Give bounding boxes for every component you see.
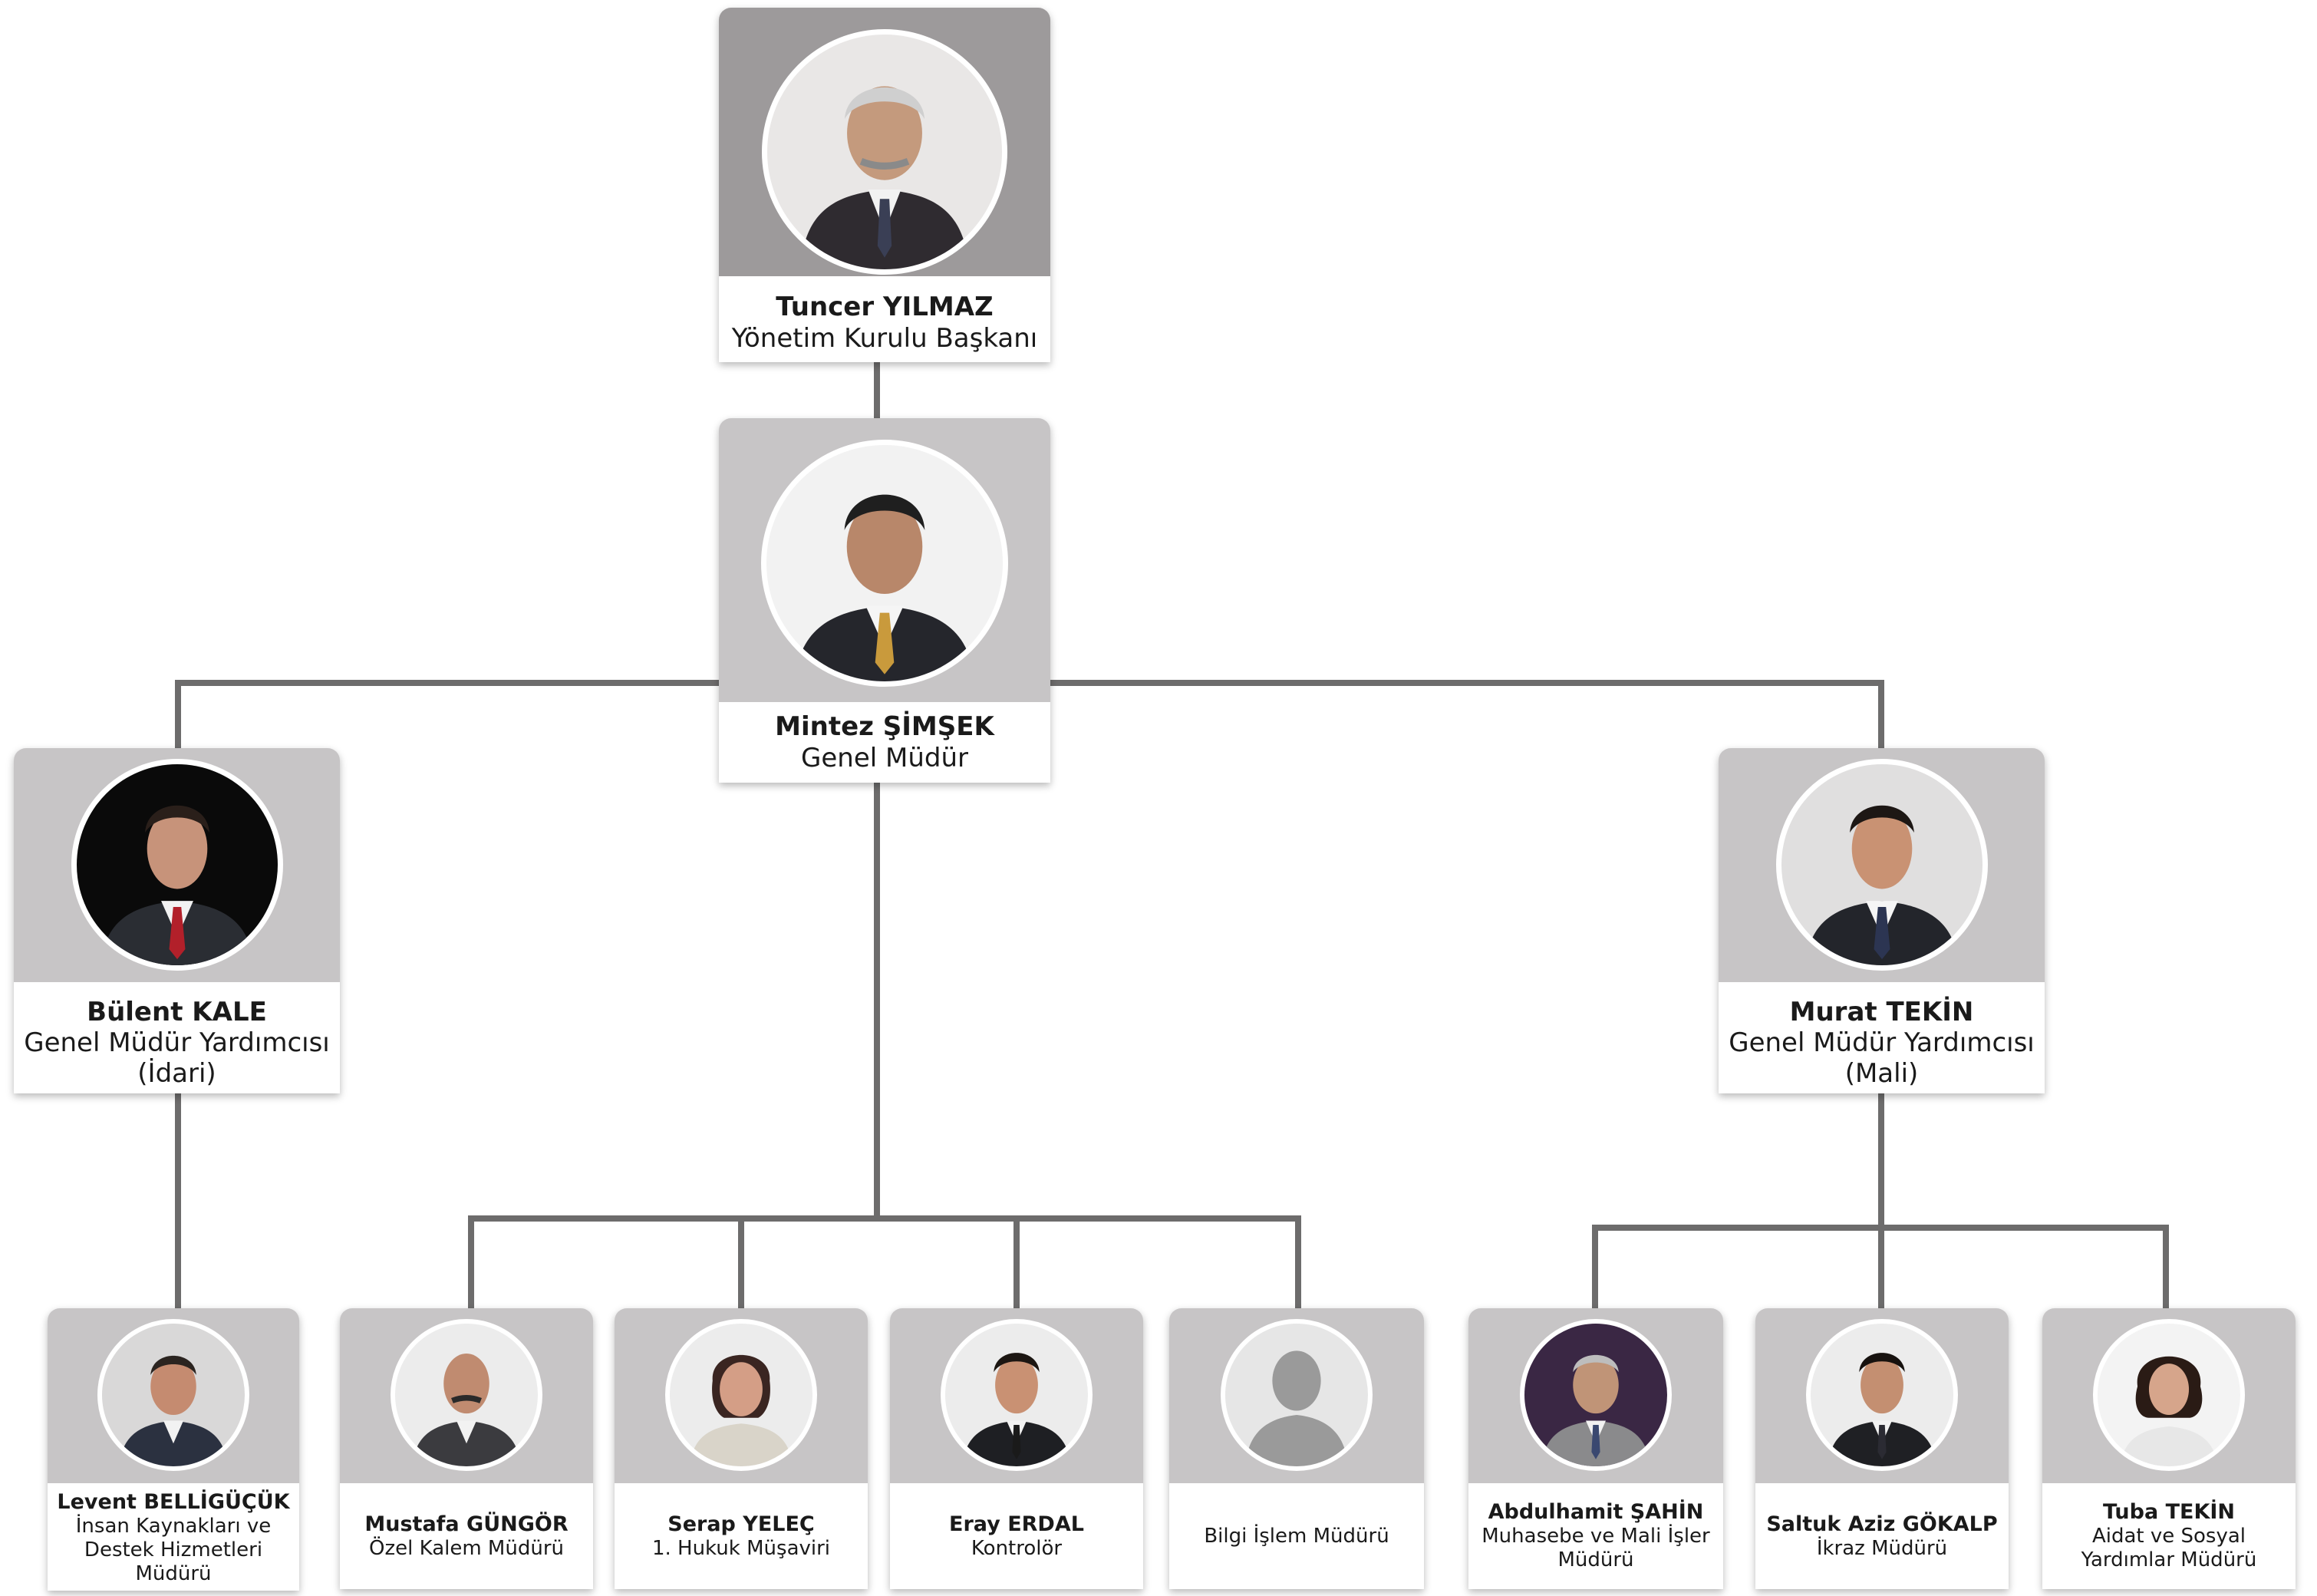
hr-manager-title-line1: İnsan Kaynakları ve [75, 1514, 272, 1538]
hr-manager-title-line3: Müdürü [135, 1561, 212, 1585]
deputy-finance-name: Murat TEKİN [1789, 997, 1974, 1027]
person-photo-icon [1775, 759, 1988, 971]
deputy-admin-title-line1: Genel Müdür Yardımcısı [24, 1027, 330, 1058]
card-private-office-manager: Mustafa GÜNGÖR Özel Kalem Müdürü [340, 1308, 593, 1589]
card-loans-manager: Saltuk Aziz GÖKALP İkraz Müdürü [1755, 1308, 2009, 1589]
legal-advisor-name: Serap YELEÇ [667, 1512, 815, 1536]
social-aid-manager-title-line1: Aidat ve Sosyal [2091, 1525, 2246, 1548]
card-general-manager: Mintez ŞİMŞEK Genel Müdür [719, 418, 1050, 783]
card-chairman: Tuncer YILMAZ Yönetim Kurulu Başkanı [719, 8, 1050, 362]
controller-name: Eray ERDAL [949, 1512, 1084, 1536]
loans-manager-name: Saltuk Aziz GÖKALP [1766, 1512, 1998, 1536]
card-legal-advisor: Serap YELEÇ 1. Hukuk Müşaviri [615, 1308, 868, 1589]
person-photo-icon [761, 440, 1008, 687]
person-photo-icon [71, 759, 283, 971]
card-accounting-manager: Abdulhamit ŞAHİN Muhasebe ve Mali İşler … [1468, 1308, 1723, 1589]
general-manager-name: Mintez ŞİMŞEK [775, 711, 994, 742]
chairman-title: Yönetim Kurulu Başkanı [731, 323, 1038, 354]
person-placeholder-icon [1221, 1319, 1373, 1471]
person-photo-icon [941, 1319, 1093, 1471]
social-aid-manager-title-line2: Yardımlar Müdürü [2081, 1548, 2257, 1571]
it-manager-title: Bilgi İşlem Müdürü [1204, 1524, 1389, 1548]
card-deputy-finance: Murat TEKİN Genel Müdür Yardımcısı (Mali… [1719, 748, 2045, 1093]
social-aid-manager-name: Tuba TEKİN [2102, 1500, 2236, 1524]
card-deputy-admin: Bülent KALE Genel Müdür Yardımcısı (İdar… [14, 748, 340, 1093]
loans-manager-title: İkraz Müdürü [1816, 1536, 1948, 1560]
deputy-finance-title-line1: Genel Müdür Yardımcısı [1729, 1027, 2035, 1058]
accounting-manager-name: Abdulhamit ŞAHİN [1488, 1500, 1704, 1524]
hr-manager-title-line2: Destek Hizmetleri [84, 1538, 263, 1561]
card-it-manager: Bilgi İşlem Müdürü [1169, 1308, 1424, 1589]
private-office-manager-title: Özel Kalem Müdürü [369, 1536, 564, 1560]
deputy-admin-title-line2: (İdari) [137, 1058, 216, 1089]
private-office-manager-name: Mustafa GÜNGÖR [364, 1512, 569, 1536]
card-controller: Eray ERDAL Kontrolör [890, 1308, 1143, 1589]
deputy-admin-name: Bülent KALE [87, 997, 267, 1027]
person-photo-icon [2093, 1319, 2245, 1471]
controller-title: Kontrolör [971, 1536, 1063, 1560]
accounting-manager-title-line2: Müdürü [1557, 1548, 1634, 1571]
deputy-finance-title-line2: (Mali) [1844, 1058, 1919, 1089]
card-hr-manager: Levent BELLİGÜÇÜK İnsan Kaynakları ve De… [48, 1308, 299, 1591]
person-photo-icon [1806, 1319, 1958, 1471]
accounting-manager-title-line1: Muhasebe ve Mali İşler [1481, 1525, 1710, 1548]
person-photo-icon [762, 29, 1007, 275]
person-photo-icon [1520, 1319, 1672, 1471]
hr-manager-name: Levent BELLİGÜÇÜK [57, 1489, 290, 1514]
legal-advisor-title: 1. Hukuk Müşaviri [651, 1536, 831, 1560]
person-photo-icon [391, 1319, 542, 1471]
card-social-aid-manager: Tuba TEKİN Aidat ve Sosyal Yardımlar Müd… [2042, 1308, 2296, 1589]
person-photo-icon [97, 1319, 249, 1471]
general-manager-title: Genel Müdür [801, 742, 968, 773]
chairman-name: Tuncer YILMAZ [776, 292, 994, 322]
person-photo-icon [665, 1319, 817, 1471]
